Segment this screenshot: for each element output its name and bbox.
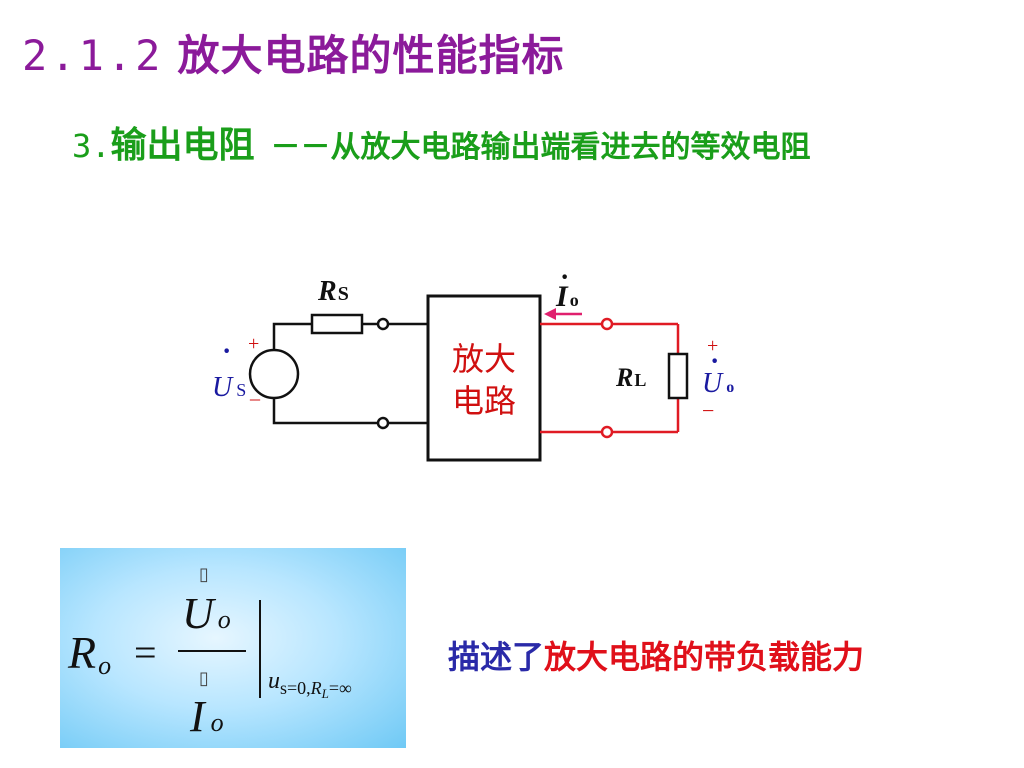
title-text: 放大电路的性能指标 xyxy=(177,31,565,80)
rs-resistor xyxy=(310,313,364,335)
subtitle-number: 3. xyxy=(72,127,111,165)
input-terminal-bottom xyxy=(376,416,390,430)
note-highlight: 放大电路的带负载能力 xyxy=(544,638,865,676)
denominator-box-glyph: ▯ xyxy=(199,668,209,689)
uo-dot: · xyxy=(710,346,719,377)
formula-lhs: Ro xyxy=(67,627,111,680)
uo-minus-sign: − xyxy=(702,398,714,423)
note-prefix: 描述了 xyxy=(448,638,545,676)
output-terminal-bottom xyxy=(600,425,614,439)
amplifier-label-line2: 电路 xyxy=(452,382,516,420)
io-dot: · xyxy=(560,262,569,293)
title-number: 2.1.2 xyxy=(22,31,164,80)
uo-plus-sign: + xyxy=(707,335,718,357)
numerator-box-glyph: ▯ xyxy=(199,564,209,585)
subtitle-description: －－从放大电路输出端看进去的等效电阻 xyxy=(270,130,811,165)
output-terminal-top xyxy=(600,317,614,331)
load-capability-note: 描述了放大电路的带负载能力 xyxy=(448,632,864,678)
formula-equals: = xyxy=(134,630,157,675)
slide-subtitle: 3.输出电阻 －－从放大电路输出端看进去的等效电阻 xyxy=(72,116,811,168)
voltage-source-symbol xyxy=(248,348,300,400)
rl-resistor xyxy=(667,352,689,400)
rs-label: RS xyxy=(317,276,349,307)
rl-label: RL xyxy=(615,363,646,392)
us-minus-sign: _ xyxy=(249,381,261,403)
subtitle-head: 输出电阻 xyxy=(110,125,255,166)
amplifier-box xyxy=(426,294,542,462)
output-wires xyxy=(540,322,680,434)
us-dot: · xyxy=(222,336,231,367)
current-arrow xyxy=(544,308,582,320)
formula-condition: us=0,RL=∞ xyxy=(268,668,352,701)
amplifier-label-line1: 放大 xyxy=(452,340,516,378)
input-terminal-top xyxy=(376,317,390,331)
us-plus-sign: + xyxy=(248,333,259,355)
slide-title: 2.1.2 放大电路的性能指标 xyxy=(22,22,564,83)
